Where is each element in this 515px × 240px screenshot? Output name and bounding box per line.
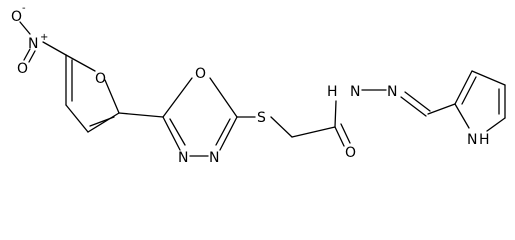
bond-co-nh xyxy=(334,100,337,128)
atom-h-pyrrole: H xyxy=(479,132,490,148)
bond-c-o-double-b xyxy=(340,123,351,144)
bond-pyr-c2-c3 xyxy=(454,70,473,105)
bond-oxd-c5-n4-inner xyxy=(215,118,231,146)
atom-n-oxadiazole-right: N xyxy=(209,150,219,166)
bond-o-minus-n xyxy=(19,21,31,35)
bond-oxd-c5-n4 xyxy=(219,116,238,151)
bond-oxd-c2-o xyxy=(162,77,193,118)
bond-s-ch2 xyxy=(270,116,293,138)
atom-o-furan: O xyxy=(95,71,106,87)
atom-h-hydrazide: H xyxy=(327,84,338,100)
bond-furan-o-c5 xyxy=(104,79,120,114)
bond-n-o-double-a xyxy=(23,48,31,61)
atom-s-thioether: S xyxy=(257,110,266,126)
atom-n-pyrrole: N xyxy=(467,132,477,148)
bond-n-ch-double-b xyxy=(404,91,431,112)
atom-o-nitro-double: O xyxy=(17,61,28,77)
bond-oxd-o-c5 xyxy=(209,77,238,118)
bond-furan-c5-c4 xyxy=(87,112,120,133)
atom-n-oxadiazole-left: N xyxy=(178,150,188,166)
bond-pyr-c5-n xyxy=(486,117,506,132)
atom-o-minus: O xyxy=(11,9,22,25)
bond-furan-c4-c4-inner xyxy=(89,116,115,127)
atom-n-imine: N xyxy=(387,84,397,100)
bond-n-ch-double-a xyxy=(400,96,427,117)
atom-o-carbonyl: O xyxy=(345,145,356,161)
molecule-diagram: O - N + O O O S N N O H N N N H xyxy=(11,3,506,166)
bond-oxd-n3-c2 xyxy=(162,116,181,151)
bond-c-o-double-a xyxy=(334,126,345,147)
bond-furan-c4-c3 xyxy=(65,104,89,133)
charge-n-plus: + xyxy=(40,32,48,43)
bond-furan-oxadiazole-link xyxy=(118,112,164,118)
atom-o-oxadiazole: O xyxy=(195,66,206,82)
charge-o-minus: - xyxy=(22,3,26,14)
bond-ch-pyrrole xyxy=(427,103,456,115)
atom-n-plus: N xyxy=(28,36,38,52)
bond-n-c-furan xyxy=(42,41,67,56)
bond-oxd-n3-c2-inner xyxy=(169,118,186,146)
bond-furan-c2-o xyxy=(65,54,96,72)
bond-pyr-n-c2 xyxy=(454,103,470,129)
bond-pyr-c3-c4 xyxy=(471,70,506,86)
atom-n-hydrazide: N xyxy=(350,84,360,100)
molecule-canvas: O - N + O O O S N N O H N N N H xyxy=(11,3,506,166)
bond-ch2-co xyxy=(291,126,336,138)
bond-pyr-c2-c3-inner xyxy=(461,76,477,105)
bond-n-o-double-b xyxy=(28,50,36,63)
